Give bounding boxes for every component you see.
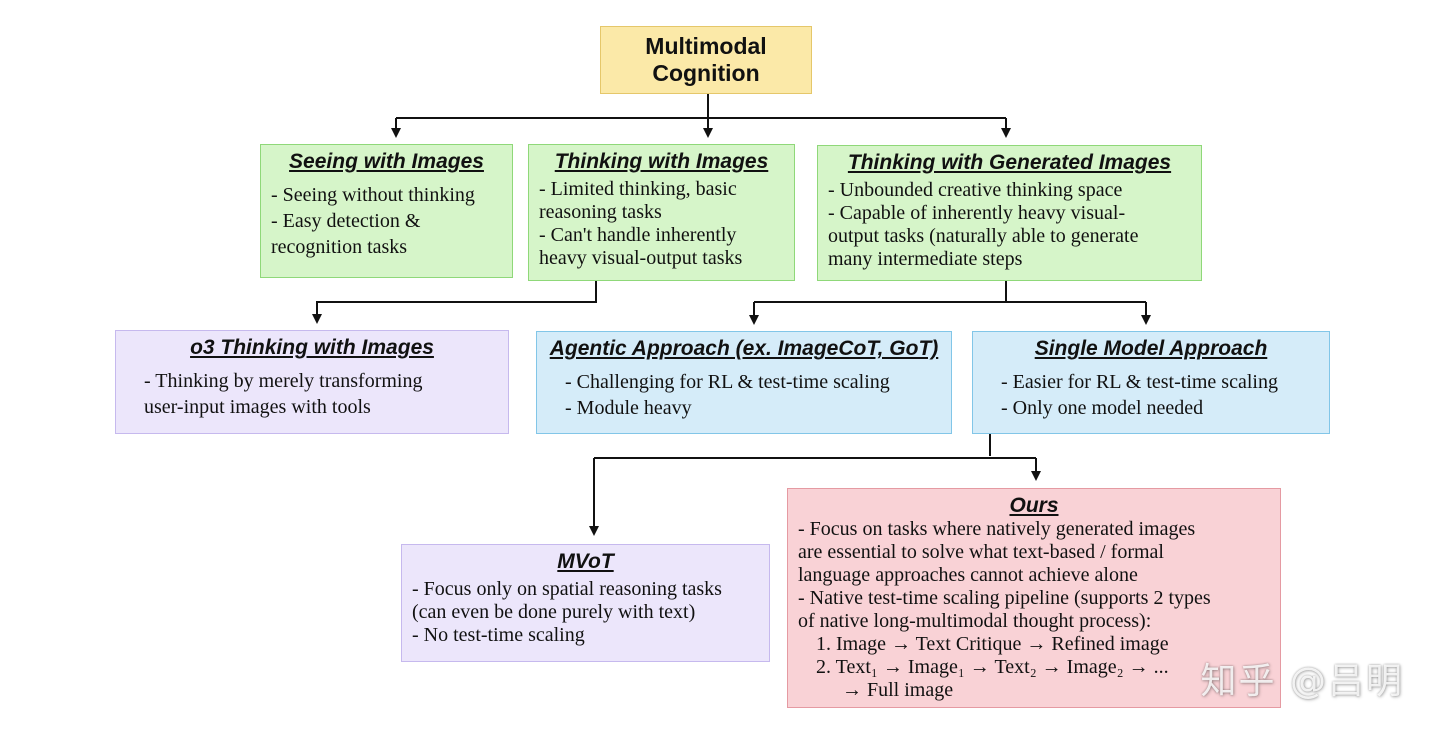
node-agentic-approach: Agentic Approach (ex. ImageCoT, GoT) - C…	[536, 331, 952, 434]
node-title: Agentic Approach (ex. ImageCoT, GoT)	[549, 337, 939, 360]
node-line: - Only one model needed	[1001, 397, 1204, 420]
node-line: - Module heavy	[565, 397, 692, 420]
root-node-multimodal-cognition: Multimodal Cognition	[600, 26, 812, 94]
node-line: - Capable of inherently heavy visual-	[828, 202, 1126, 225]
node-line: 1. Image → Text Critique → Refined image	[816, 633, 1169, 656]
node-line: user-input images with tools	[144, 396, 371, 419]
node-title: Thinking with Generated Images	[847, 151, 1172, 174]
node-title: Seeing with Images	[289, 150, 484, 173]
node-line: are essential to solve what text-based /…	[798, 541, 1164, 564]
node-mvot: MVoT - Focus only on spatial reasoning t…	[401, 544, 770, 662]
node-line: - Challenging for RL & test-time scaling	[565, 371, 890, 394]
node-line: heavy visual-output tasks	[539, 247, 743, 270]
node-line: - Seeing without thinking	[271, 184, 475, 207]
node-title: Single Model Approach	[1034, 337, 1268, 360]
node-line: - Unbounded creative thinking space	[828, 179, 1123, 202]
node-title: Thinking with Images	[554, 150, 769, 173]
node-line: - Focus on tasks where natively generate…	[798, 518, 1196, 541]
node-line: many intermediate steps	[828, 248, 1023, 271]
node-o3-thinking-with-images: o3 Thinking with Images - Thinking by me…	[115, 330, 509, 434]
node-title: MVoT	[557, 550, 614, 573]
node-line: - Can't handle inherently	[539, 224, 737, 247]
node-title: Ours	[1009, 494, 1059, 517]
connector-thinking-o3	[316, 281, 597, 322]
node-line: - Focus only on spatial reasoning tasks	[412, 578, 722, 601]
node-single-model-approach: Single Model Approach - Easier for RL & …	[972, 331, 1330, 434]
node-seeing-with-images: Seeing with Images - Seeing without thin…	[260, 144, 513, 278]
node-line: language approaches cannot achieve alone	[798, 564, 1138, 587]
node-line: (can even be done purely with text)	[412, 601, 696, 624]
node-line: reasoning tasks	[539, 201, 662, 224]
node-line: - Easy detection &	[271, 210, 421, 233]
root-title-line2: Cognition	[652, 60, 760, 86]
node-line: output tasks (naturally able to generate	[828, 225, 1139, 248]
node-line: of native long-multimodal thought proces…	[798, 610, 1152, 633]
node-ours: Ours - Focus on tasks where natively gen…	[787, 488, 1281, 708]
node-line: - Easier for RL & test-time scaling	[1001, 371, 1278, 394]
node-thinking-with-generated-images: Thinking with Generated Images - Unbound…	[817, 145, 1202, 281]
watermark: 知乎 @吕明	[1200, 661, 1404, 702]
node-line: - Limited thinking, basic	[539, 178, 737, 201]
node-thinking-with-images: Thinking with Images - Limited thinking,…	[528, 144, 795, 281]
node-line: - Thinking by merely transforming	[144, 370, 423, 393]
node-line: - No test-time scaling	[412, 624, 585, 647]
node-line: → Full image	[842, 679, 954, 702]
node-line: 2. Text₁ → Image₁ → Text₂ → Image₂ → ...	[816, 656, 1169, 679]
node-title: o3 Thinking with Images	[190, 336, 434, 359]
node-line: recognition tasks	[271, 236, 408, 259]
root-title-line1: Multimodal	[645, 33, 767, 59]
node-line: - Native test-time scaling pipeline (sup…	[798, 587, 1211, 610]
